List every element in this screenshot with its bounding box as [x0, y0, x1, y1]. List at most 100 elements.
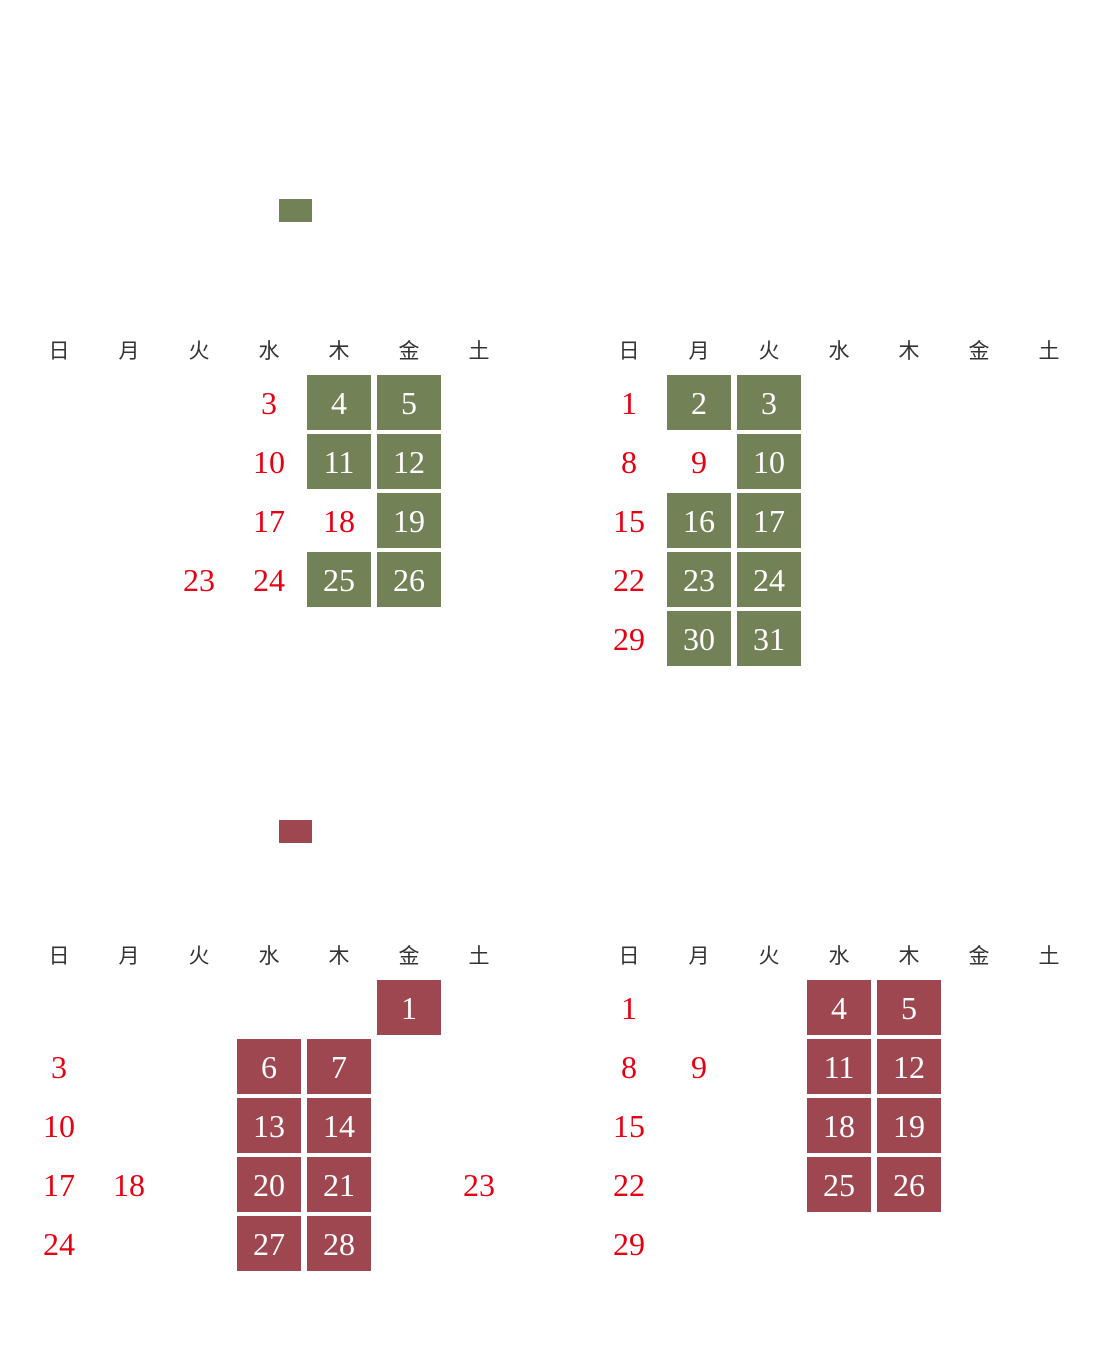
day-cell	[27, 611, 91, 666]
day-cell-marked: 11	[807, 1039, 871, 1094]
day-cell	[27, 434, 91, 489]
weekday-label: 月	[688, 944, 710, 968]
weekday-label: 月	[118, 339, 140, 363]
day-cell-marked: 16	[667, 493, 731, 548]
weekday-label: 日	[618, 944, 640, 968]
day-cell-marked: 19	[377, 493, 441, 548]
day-cell	[447, 375, 511, 430]
day-cell	[97, 375, 161, 430]
weekday-label: 土	[468, 339, 490, 363]
day-cell	[807, 434, 871, 489]
day-cell	[947, 375, 1011, 430]
day-cell	[27, 493, 91, 548]
day-cell-holiday: 10	[43, 1107, 75, 1144]
day-cell-marked: 5	[377, 375, 441, 430]
day-empty	[307, 980, 371, 1035]
day-cell	[1017, 1098, 1081, 1153]
day-cell-marked: 4	[807, 980, 871, 1035]
day-cell-marked: 17	[737, 493, 801, 548]
day-cell	[667, 1098, 731, 1153]
day-cell-holiday: 17	[253, 502, 285, 539]
weekday-label: 日	[618, 339, 640, 363]
day-cell	[1017, 980, 1081, 1035]
day-cell-holiday: 8	[621, 1048, 637, 1085]
weekday-label: 木	[898, 339, 920, 363]
day-cell	[807, 493, 871, 548]
day-cell	[947, 1098, 1011, 1153]
weekday-label: 木	[328, 339, 350, 363]
legend-swatch-maroon	[279, 820, 312, 843]
day-cell-marked: 26	[377, 552, 441, 607]
day-cell	[97, 434, 161, 489]
day-cell	[167, 1039, 231, 1094]
day-cell-marked: 1	[377, 980, 441, 1035]
day-cell-holiday: 3	[261, 384, 277, 421]
day-cell-marked: 10	[737, 434, 801, 489]
day-cell-holiday: 22	[613, 1166, 645, 1203]
day-cell-holiday: 18	[323, 502, 355, 539]
day-cell	[447, 434, 511, 489]
weekday-header: 日月火水木金土	[27, 940, 515, 970]
day-cell-marked: 30	[667, 611, 731, 666]
day-cell	[97, 1039, 161, 1094]
day-cell-marked: 4	[307, 375, 371, 430]
weekday-label: 木	[328, 944, 350, 968]
weekday-label: 金	[968, 339, 990, 363]
day-cell	[447, 1098, 511, 1153]
day-cell	[947, 1039, 1011, 1094]
day-cell	[877, 434, 941, 489]
weekday-label: 金	[398, 339, 420, 363]
day-cell-holiday: 1	[621, 989, 637, 1026]
day-cell-marked: 19	[877, 1098, 941, 1153]
day-cell	[377, 1039, 441, 1094]
day-cell	[667, 1157, 731, 1212]
day-cell-holiday: 9	[691, 443, 707, 480]
day-cell-holiday: 10	[253, 443, 285, 480]
day-cell-marked: 25	[807, 1157, 871, 1212]
day-cell	[807, 375, 871, 430]
day-cell-holiday: 23	[183, 561, 215, 598]
day-cell	[377, 1098, 441, 1153]
day-cell	[167, 1216, 231, 1271]
day-cell	[947, 493, 1011, 548]
weekday-label: 土	[1038, 944, 1060, 968]
day-cell	[877, 493, 941, 548]
weekday-label: 金	[968, 944, 990, 968]
day-cell-marked: 13	[237, 1098, 301, 1153]
day-cell	[1017, 493, 1081, 548]
day-cell	[1017, 1157, 1081, 1212]
day-cell-marked: 18	[807, 1098, 871, 1153]
day-cell-marked: 11	[307, 434, 371, 489]
day-cell	[447, 552, 511, 607]
weekday-label: 土	[1038, 339, 1060, 363]
day-cell	[737, 1098, 801, 1153]
day-cell	[97, 1098, 161, 1153]
day-cell	[947, 1157, 1011, 1212]
day-cell-holiday: 22	[613, 561, 645, 598]
day-cell	[1017, 1039, 1081, 1094]
weekday-label: 土	[468, 944, 490, 968]
weekday-label: 火	[758, 339, 780, 363]
weekday-label: 日	[48, 339, 70, 363]
day-cell	[97, 552, 161, 607]
weekday-label: 火	[188, 944, 210, 968]
weekday-label: 水	[828, 339, 850, 363]
weekday-label: 火	[758, 944, 780, 968]
day-cell	[1017, 375, 1081, 430]
day-cell	[97, 493, 161, 548]
weekday-label: 木	[898, 944, 920, 968]
day-cell-holiday: 15	[613, 1107, 645, 1144]
weekday-label: 金	[398, 944, 420, 968]
weekday-label: 火	[188, 339, 210, 363]
day-cell-marked: 2	[667, 375, 731, 430]
day-cell-marked: 27	[237, 1216, 301, 1271]
day-cell	[167, 493, 231, 548]
day-cell	[737, 980, 801, 1035]
day-cell-holiday: 24	[253, 561, 285, 598]
day-cell	[167, 434, 231, 489]
day-cell	[737, 1157, 801, 1212]
